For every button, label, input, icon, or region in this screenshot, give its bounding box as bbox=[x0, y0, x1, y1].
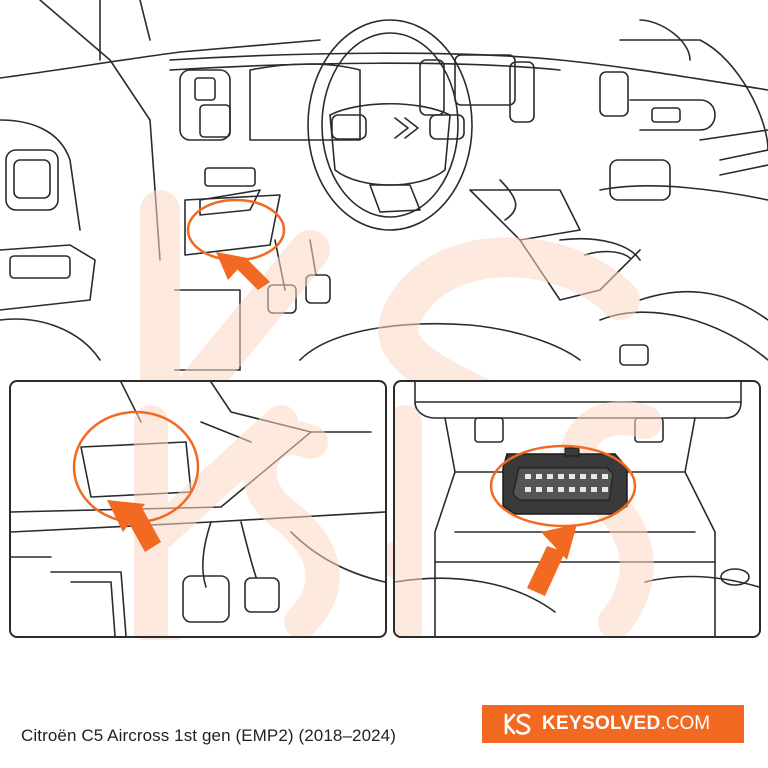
brand-name: KEYSOLVED bbox=[542, 713, 661, 734]
highlight-circle-icon bbox=[186, 198, 286, 262]
keysolved-logo[interactable]: KEYSOLVED.COM bbox=[482, 705, 744, 743]
detail-panel-right bbox=[393, 380, 761, 638]
location-arrow-icon bbox=[527, 524, 577, 596]
obd-port-icon bbox=[502, 447, 628, 515]
highlight-circle-icon bbox=[489, 444, 637, 528]
vehicle-caption: Citroën C5 Aircross 1st gen (EMP2) (2018… bbox=[21, 726, 396, 745]
brand-suffix: .COM bbox=[660, 713, 711, 734]
location-arrow-icon bbox=[107, 500, 161, 552]
location-arrow-icon bbox=[216, 252, 270, 290]
detail-panel-left bbox=[9, 380, 387, 638]
ks-logo-icon bbox=[504, 713, 531, 735]
